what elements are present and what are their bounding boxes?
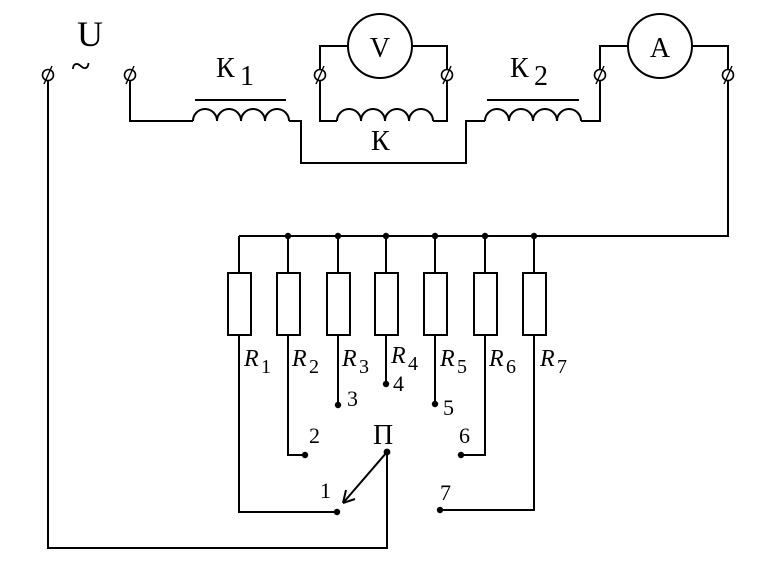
switch-contact-2: [301, 451, 309, 459]
resistor-r6: [473, 272, 498, 336]
switch-label: П: [373, 420, 393, 451]
resistor-r2-label: R: [291, 346, 307, 372]
wire-source-to-k1: [129, 75, 193, 122]
wire-r6-drop: [461, 236, 486, 456]
coil-k1-index: 1: [240, 61, 254, 92]
coil-k2: [484, 108, 582, 122]
position-label-7: 7: [440, 480, 451, 505]
coil-k2-index: 2: [534, 61, 548, 92]
junction-dot: [334, 232, 342, 240]
resistor-r1-label: R: [243, 346, 259, 372]
wire-k1-to-k: [289, 120, 485, 164]
coil-k1: [192, 108, 290, 122]
wire-r2-drop: [287, 236, 305, 456]
switch-contact-3: [334, 401, 342, 409]
switch-arm: [342, 451, 388, 504]
switch-contact-6: [457, 451, 465, 459]
resistor-r2-index: 2: [309, 356, 319, 378]
terminal-ammeter-left: [593, 65, 607, 85]
wire-r7-drop: [440, 236, 535, 511]
source-voltage-label: U: [77, 14, 103, 54]
terminal-coil-k-left: [313, 65, 327, 85]
switch-contact-4: [382, 380, 390, 388]
resistor-r7: [522, 272, 547, 336]
voltmeter-label: V: [370, 33, 390, 64]
resistor-r6-label: R: [488, 346, 504, 372]
position-label-3: 3: [347, 386, 358, 411]
position-label-2: 2: [309, 423, 320, 448]
wire-voltmeter-branch: [319, 45, 448, 75]
position-label-6: 6: [459, 423, 470, 448]
resistor-r1-index: 1: [261, 356, 271, 378]
terminal-coil-k-right: [440, 65, 454, 85]
position-label-1: 1: [320, 478, 331, 503]
terminal-source-left: [41, 65, 55, 85]
junction-dot: [530, 232, 538, 240]
voltmeter: [347, 13, 413, 79]
position-label-4: 4: [393, 371, 404, 396]
coil-k: [336, 108, 434, 122]
ammeter-label: A: [650, 33, 671, 64]
junction-dot: [431, 232, 439, 240]
terminal-source-right: [123, 65, 137, 85]
resistor-r1: [227, 272, 252, 336]
terminal-ammeter-right: [721, 65, 735, 85]
coil-k-label: К: [371, 126, 390, 157]
resistor-r7-label: R: [539, 346, 555, 372]
resistor-r2: [276, 272, 301, 336]
coil-k2-label: К: [510, 53, 529, 84]
coil-k1-label: К: [216, 53, 235, 84]
junction-dot: [284, 232, 292, 240]
wire-coil-k-branch: [319, 75, 448, 122]
switch-contact-7: [436, 506, 444, 514]
switch-contact-1: [333, 508, 341, 516]
resistor-r3: [326, 272, 351, 336]
position-label-5: 5: [443, 395, 454, 420]
junction-dot: [382, 232, 390, 240]
switch-contact-5: [431, 400, 439, 408]
resistor-r4: [374, 272, 399, 336]
resistor-r6-index: 6: [506, 356, 516, 378]
resistor-r5-label: R: [439, 346, 455, 372]
resistor-r5: [423, 272, 448, 336]
wire-source-return: [47, 75, 388, 549]
switch-arrowhead: [342, 489, 356, 504]
wire-k2-to-ammeter: [581, 45, 628, 122]
ac-symbol: ~: [71, 46, 90, 86]
resistor-r3-index: 3: [359, 356, 369, 378]
resistor-r3-label: R: [341, 346, 357, 372]
wire-r1-drop: [238, 236, 337, 513]
resistor-r4-label: R: [390, 343, 406, 369]
resistor-r4-index: 4: [408, 353, 418, 375]
junction-dot: [481, 232, 489, 240]
resistor-r5-index: 5: [457, 356, 467, 378]
resistor-r7-index: 7: [557, 356, 567, 378]
